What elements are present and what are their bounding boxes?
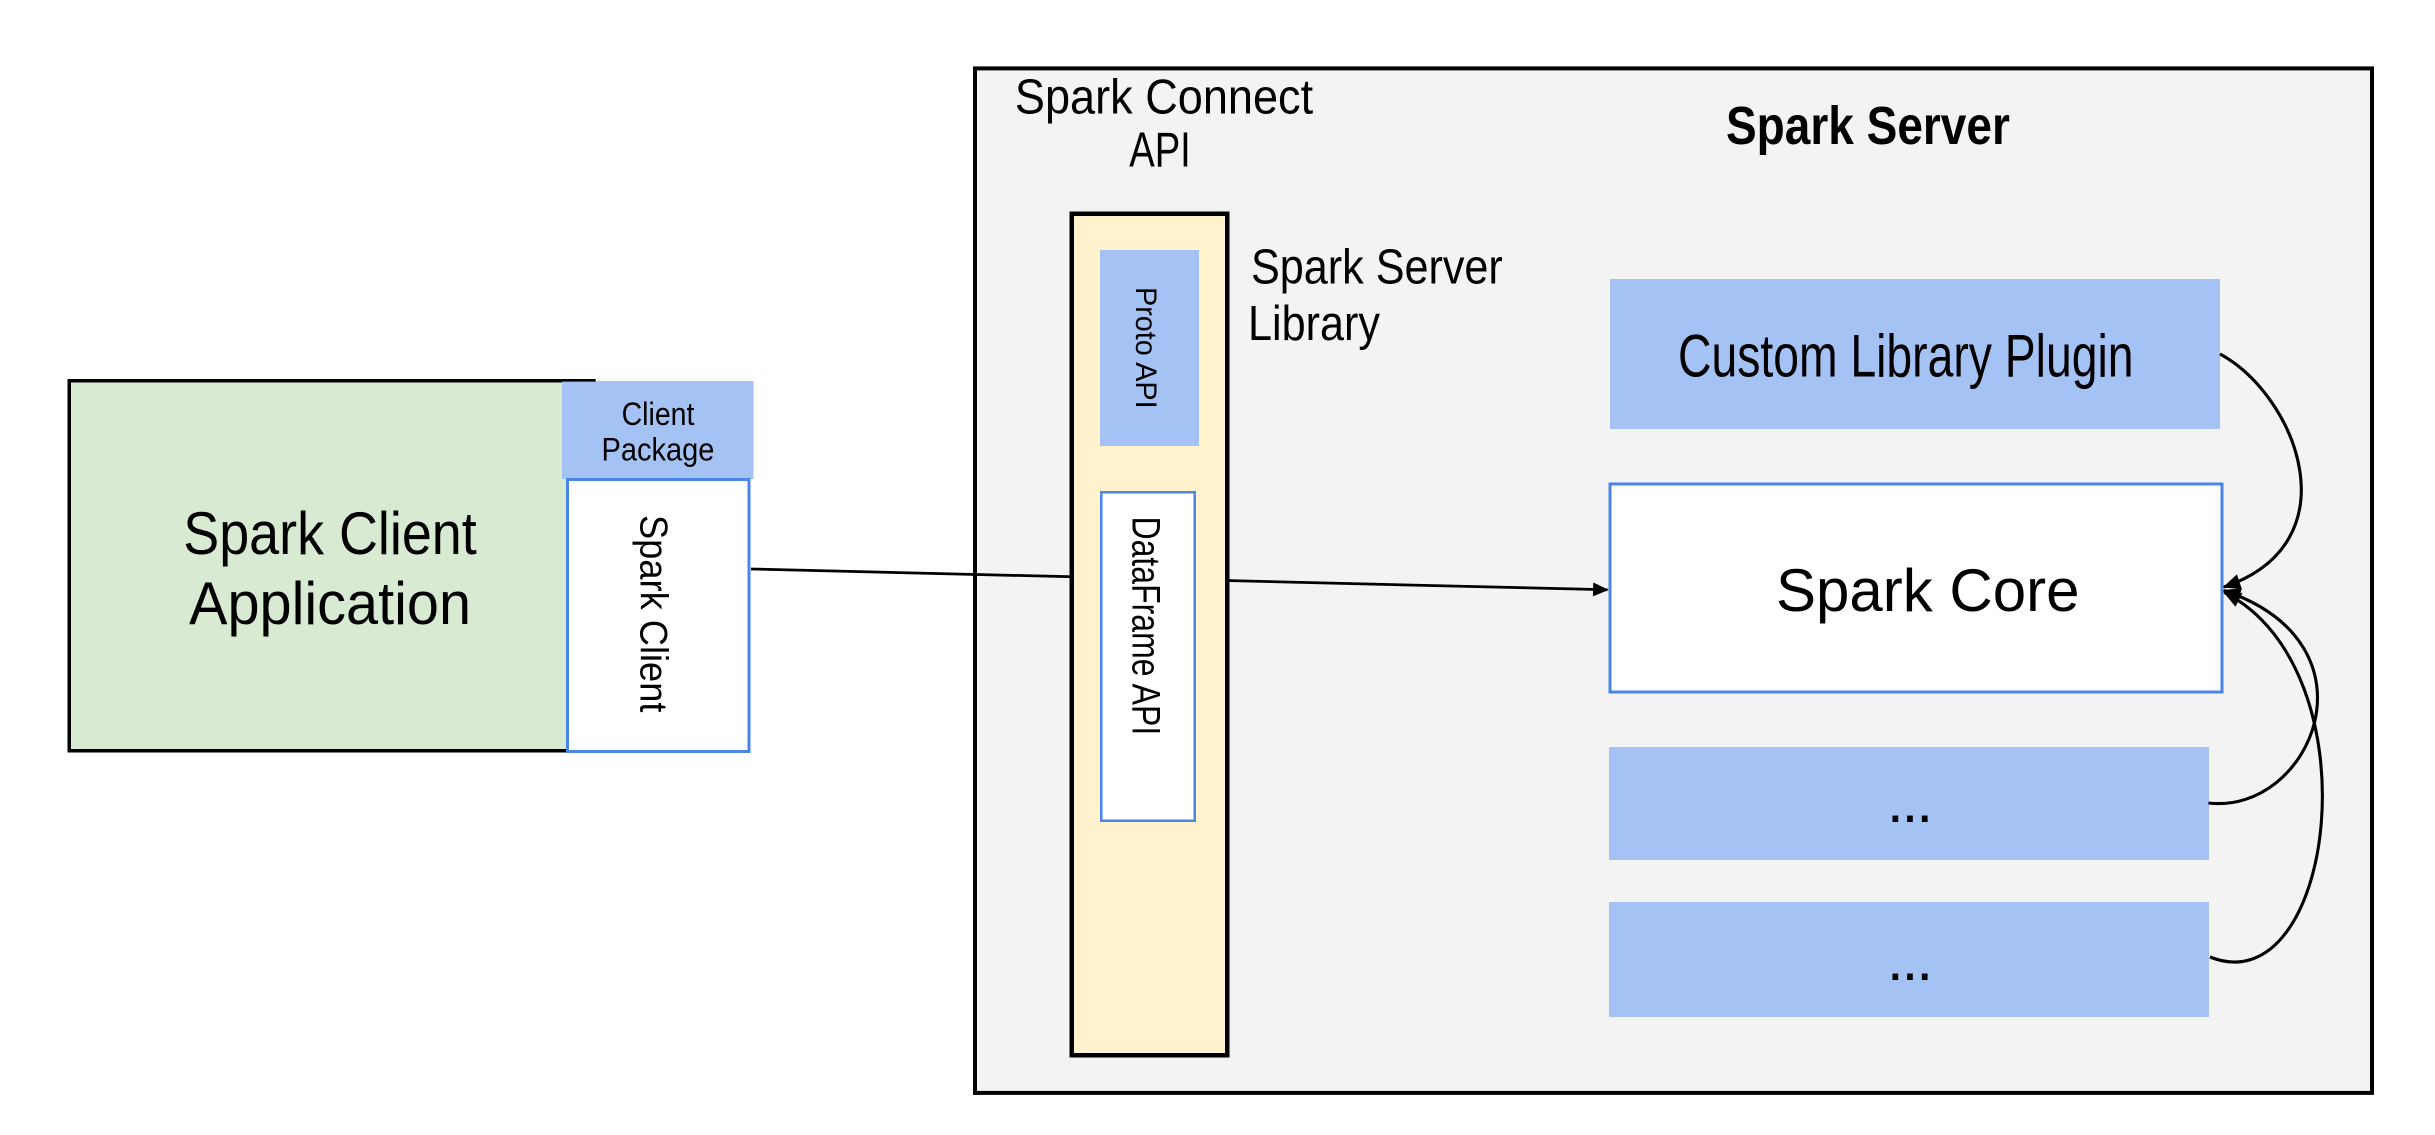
svg-text:Spark Connect: Spark Connect — [1015, 69, 1313, 124]
svg-text:Spark Server: Spark Server — [1726, 96, 2010, 156]
svg-text:Spark Client: Spark Client — [183, 500, 477, 567]
svg-text:Library: Library — [1248, 295, 1380, 350]
svg-text:...: ... — [1887, 768, 1931, 835]
svg-text:Proto API: Proto API — [1129, 287, 1163, 409]
svg-text:DataFrame API: DataFrame API — [1124, 517, 1169, 736]
svg-text:Custom Library Plugin: Custom Library Plugin — [1678, 323, 2134, 390]
svg-text:Application: Application — [189, 571, 471, 637]
svg-text:Package: Package — [602, 432, 715, 468]
svg-text:Client: Client — [622, 398, 695, 433]
svg-text:Spark Client: Spark Client — [632, 515, 675, 713]
svg-text:Spark Server: Spark Server — [1251, 239, 1503, 294]
svg-text:...: ... — [1887, 926, 1931, 993]
svg-text:Spark Core: Spark Core — [1776, 557, 2079, 624]
svg-text:API: API — [1129, 123, 1191, 178]
